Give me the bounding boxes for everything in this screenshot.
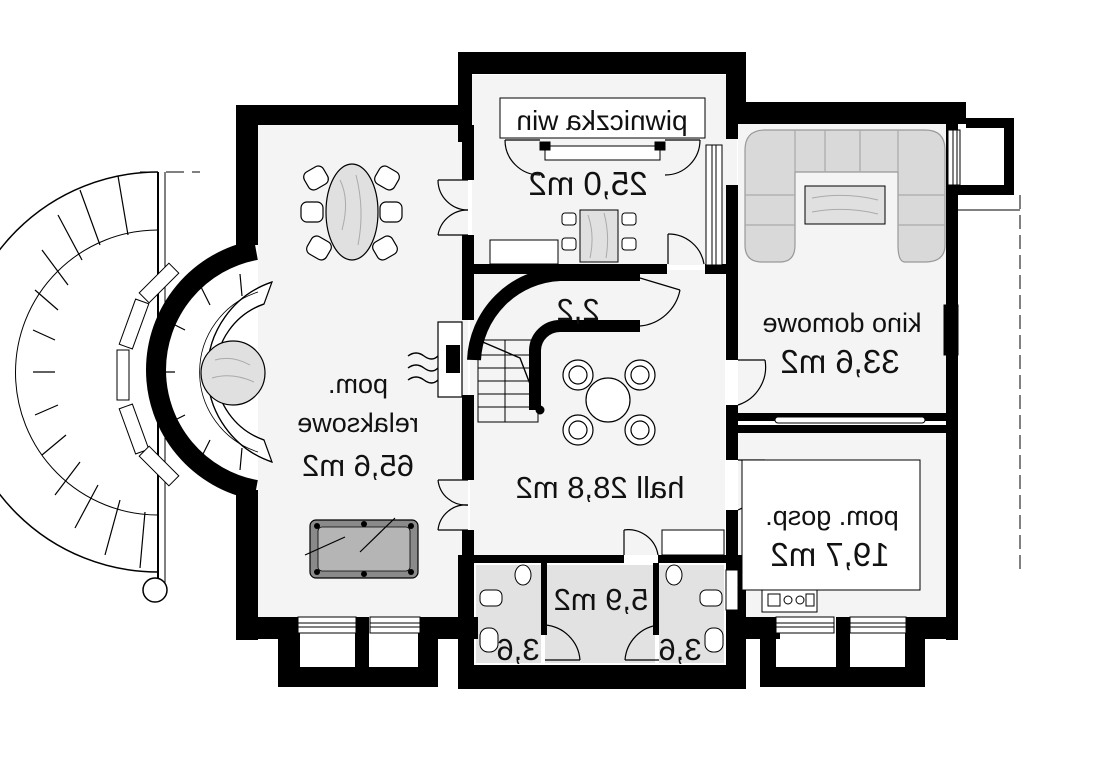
room-name-cinema: kino domowe <box>762 308 921 338</box>
floor-corridor <box>545 565 655 663</box>
cinema-sofa <box>744 129 946 263</box>
spiral-stairs <box>477 339 545 423</box>
dining-table-relax <box>300 163 403 261</box>
room-labels: pom. relaksowe 65,6 m2 piwniczka win 25,… <box>297 105 921 667</box>
room-area-wc-left: 3,6 <box>496 632 539 667</box>
room-area-relax: 65,6 m2 <box>302 448 414 483</box>
room-name-relax-line1: pom. <box>328 369 388 399</box>
step-ticks <box>32 172 159 569</box>
room-label-hall: hall 28,8 m2 <box>516 470 685 505</box>
curved-terrace-steps <box>0 171 200 603</box>
room-area-wc-right: 3,6 <box>658 632 701 667</box>
cinema-coffee-table <box>804 185 886 225</box>
cinema-screen <box>774 416 926 424</box>
bay-windows <box>116 262 180 487</box>
coffee-table-round <box>200 340 266 406</box>
wc-fixtures <box>479 564 724 653</box>
stair-curved-wall <box>467 267 640 361</box>
room-name-wine: piwniczka win <box>516 105 687 136</box>
fireplace-icon <box>407 321 463 398</box>
right-terrace <box>958 195 1021 570</box>
room-area-wine: 25,0 m2 <box>528 165 647 202</box>
room-name-utility: pom. gosp. <box>765 501 899 531</box>
utility-counter <box>741 459 921 613</box>
wine-racks <box>489 97 706 265</box>
tasting-table <box>561 209 637 263</box>
walls <box>236 52 1014 689</box>
column-base <box>142 577 168 603</box>
bay-wall <box>146 240 258 500</box>
room-area-stair: 2,2 <box>556 292 599 327</box>
billiard-table <box>304 517 419 579</box>
room-name-relax-line2: relaksowe <box>297 408 419 438</box>
windows <box>297 129 961 634</box>
hall-round-table <box>562 359 656 446</box>
hall-cabinets <box>661 529 725 556</box>
room-area-corridor: 5,9 m2 <box>554 582 649 617</box>
room-area-utility: 19,7 m2 <box>770 536 889 573</box>
inner-stair-wall <box>529 319 640 410</box>
room-area-cinema: 33,6 m2 <box>780 343 899 380</box>
toilet-icon <box>514 564 532 586</box>
